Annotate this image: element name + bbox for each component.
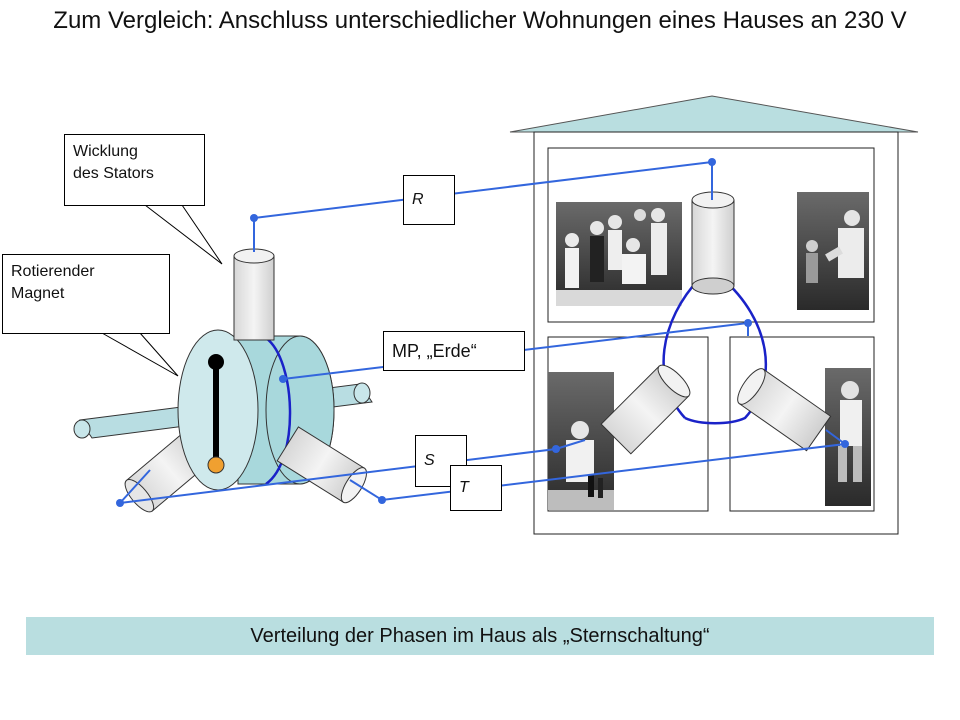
photo-top-right [797,192,869,310]
label-phase-r: R [403,175,455,225]
wire-phase-s-left [119,469,151,504]
node-s-start [116,499,124,507]
magnet-south-pole [207,456,225,474]
callout-magnet-line2: Magnet [11,285,65,302]
callout-stator-winding: Wicklung des Stators [64,134,205,206]
node-r-end [708,158,716,166]
house-roof [509,95,919,133]
callout-stator-winding-line2: des Stators [73,165,154,182]
stator-cylinder-top [233,248,275,341]
consumer-cylinder-right [737,368,832,452]
node-mp-start [279,375,287,383]
node-r-start [250,214,258,222]
house-star-consumers [600,191,832,455]
photo-bottom-right [825,368,871,506]
node-t-start [378,496,386,504]
callout-pointers [101,204,223,377]
stator-winding [265,336,292,486]
stator-cylinder-right [276,426,368,504]
consumer-cylinder-top [691,191,735,295]
wire-phase-r [253,160,713,252]
consumer-cylinder-left [600,364,691,455]
callout-magnet-line1: Rotierender [11,263,95,280]
label-phase-t: T [450,465,502,511]
magnet-north-pole [208,354,224,370]
node-t-end [841,440,849,448]
node-s-end [552,445,560,453]
node-mp-end [744,319,752,327]
caption-bar: Verteilung der Phasen im Haus als „Stern… [26,617,934,655]
callout-rotating-magnet: Rotierender Magnet [2,254,170,334]
wire-nodes [116,158,849,507]
label-neutral: MP, „Erde“ [383,331,525,371]
page-title: Zum Vergleich: Anschluss unterschiedlich… [53,7,907,34]
photo-group-top-left [556,202,682,306]
wire-phase-t [349,429,848,502]
callout-stator-winding-line1: Wicklung [73,143,138,160]
rotating-magnet [207,354,225,474]
